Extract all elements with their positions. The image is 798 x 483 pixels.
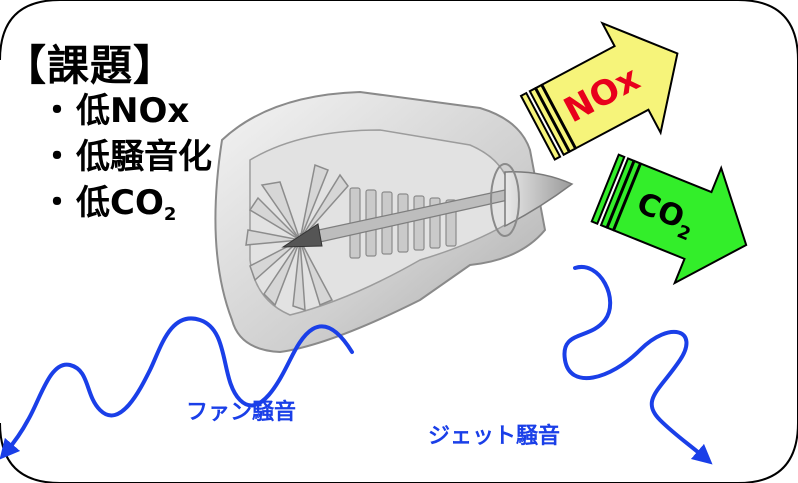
jet-noise-label: ジェット騒音 bbox=[428, 424, 561, 449]
issue-text: 低騒音化 bbox=[76, 137, 212, 177]
fan-noise-wave bbox=[0, 316, 354, 460]
jet-noise-wave bbox=[562, 264, 713, 465]
bullet: ・ bbox=[40, 137, 74, 177]
issue-subscript: 2 bbox=[163, 204, 177, 225]
issue-item-low-co2: ・低CO2 bbox=[40, 180, 212, 238]
nox-arrow: NOx bbox=[519, 21, 679, 161]
issues-heading: 【課題】 bbox=[4, 41, 177, 90]
co2-arrow: CO2 bbox=[590, 153, 748, 286]
bullet: ・ bbox=[40, 183, 74, 223]
issue-text: 低CO bbox=[76, 183, 164, 223]
issue-text: 低NOx bbox=[76, 91, 190, 131]
issue-item-low-noise: ・低騒音化 bbox=[40, 134, 212, 180]
rounded-frame-left bbox=[0, 0, 61, 61]
bullet: ・ bbox=[40, 91, 74, 131]
jet-engine-cutaway-icon bbox=[214, 90, 574, 354]
issues-list: ・低NOx ・低騒音化 ・低CO2 bbox=[40, 88, 212, 238]
issue-item-low-nox: ・低NOx bbox=[40, 88, 212, 134]
fan-noise-label: ファン騒音 bbox=[186, 400, 297, 425]
